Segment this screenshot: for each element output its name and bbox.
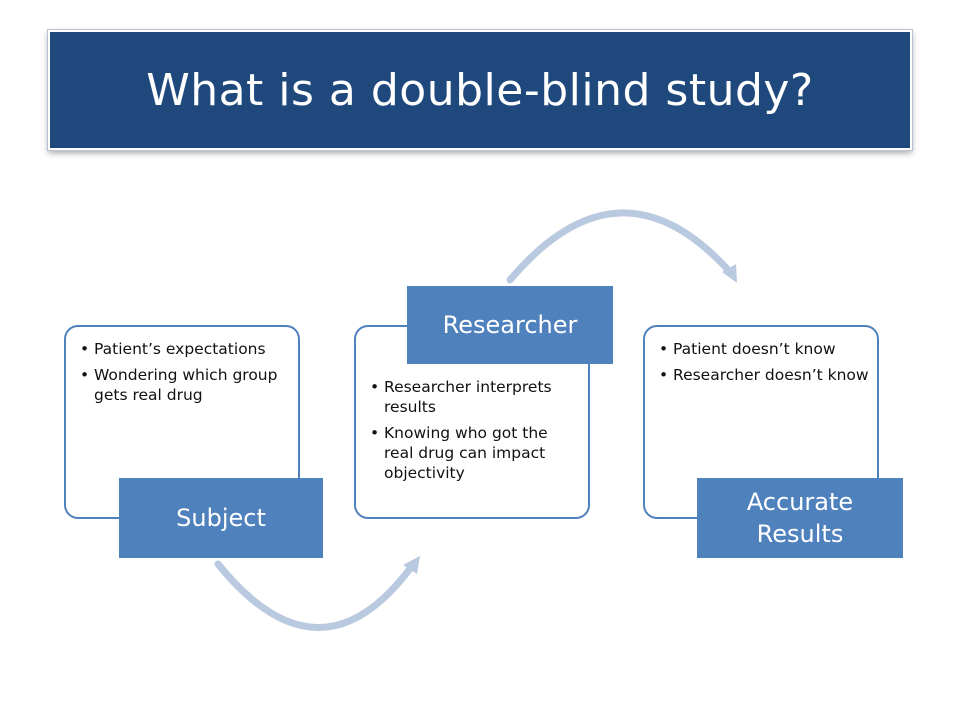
list-item: Knowing who got the real drug can impact… [368, 423, 580, 483]
subject-bullet-list: Patient’s expectations Wondering which g… [78, 339, 288, 405]
researcher-bullet-list: Researcher interprets results Knowing wh… [368, 377, 580, 483]
list-item: Wondering which group gets real drug [78, 365, 288, 405]
list-item: Patient doesn’t know [657, 339, 869, 359]
list-item: Patient’s expectations [78, 339, 288, 359]
curved-arrow-icon [506, 209, 737, 284]
list-item: Researcher doesn’t know [657, 365, 869, 385]
accurate-results-bullet-list: Patient doesn’t know Researcher doesn’t … [657, 339, 869, 385]
researcher-label: Researcher [407, 286, 613, 364]
title-bar: What is a double-blind study? [47, 29, 913, 151]
subject-label: Subject [119, 478, 323, 558]
slide-title: What is a double-blind study? [146, 64, 814, 116]
curved-arrow-icon [214, 556, 420, 631]
list-item: Researcher interprets results [368, 377, 580, 417]
accurate-results-label: Accurate Results [697, 478, 903, 558]
